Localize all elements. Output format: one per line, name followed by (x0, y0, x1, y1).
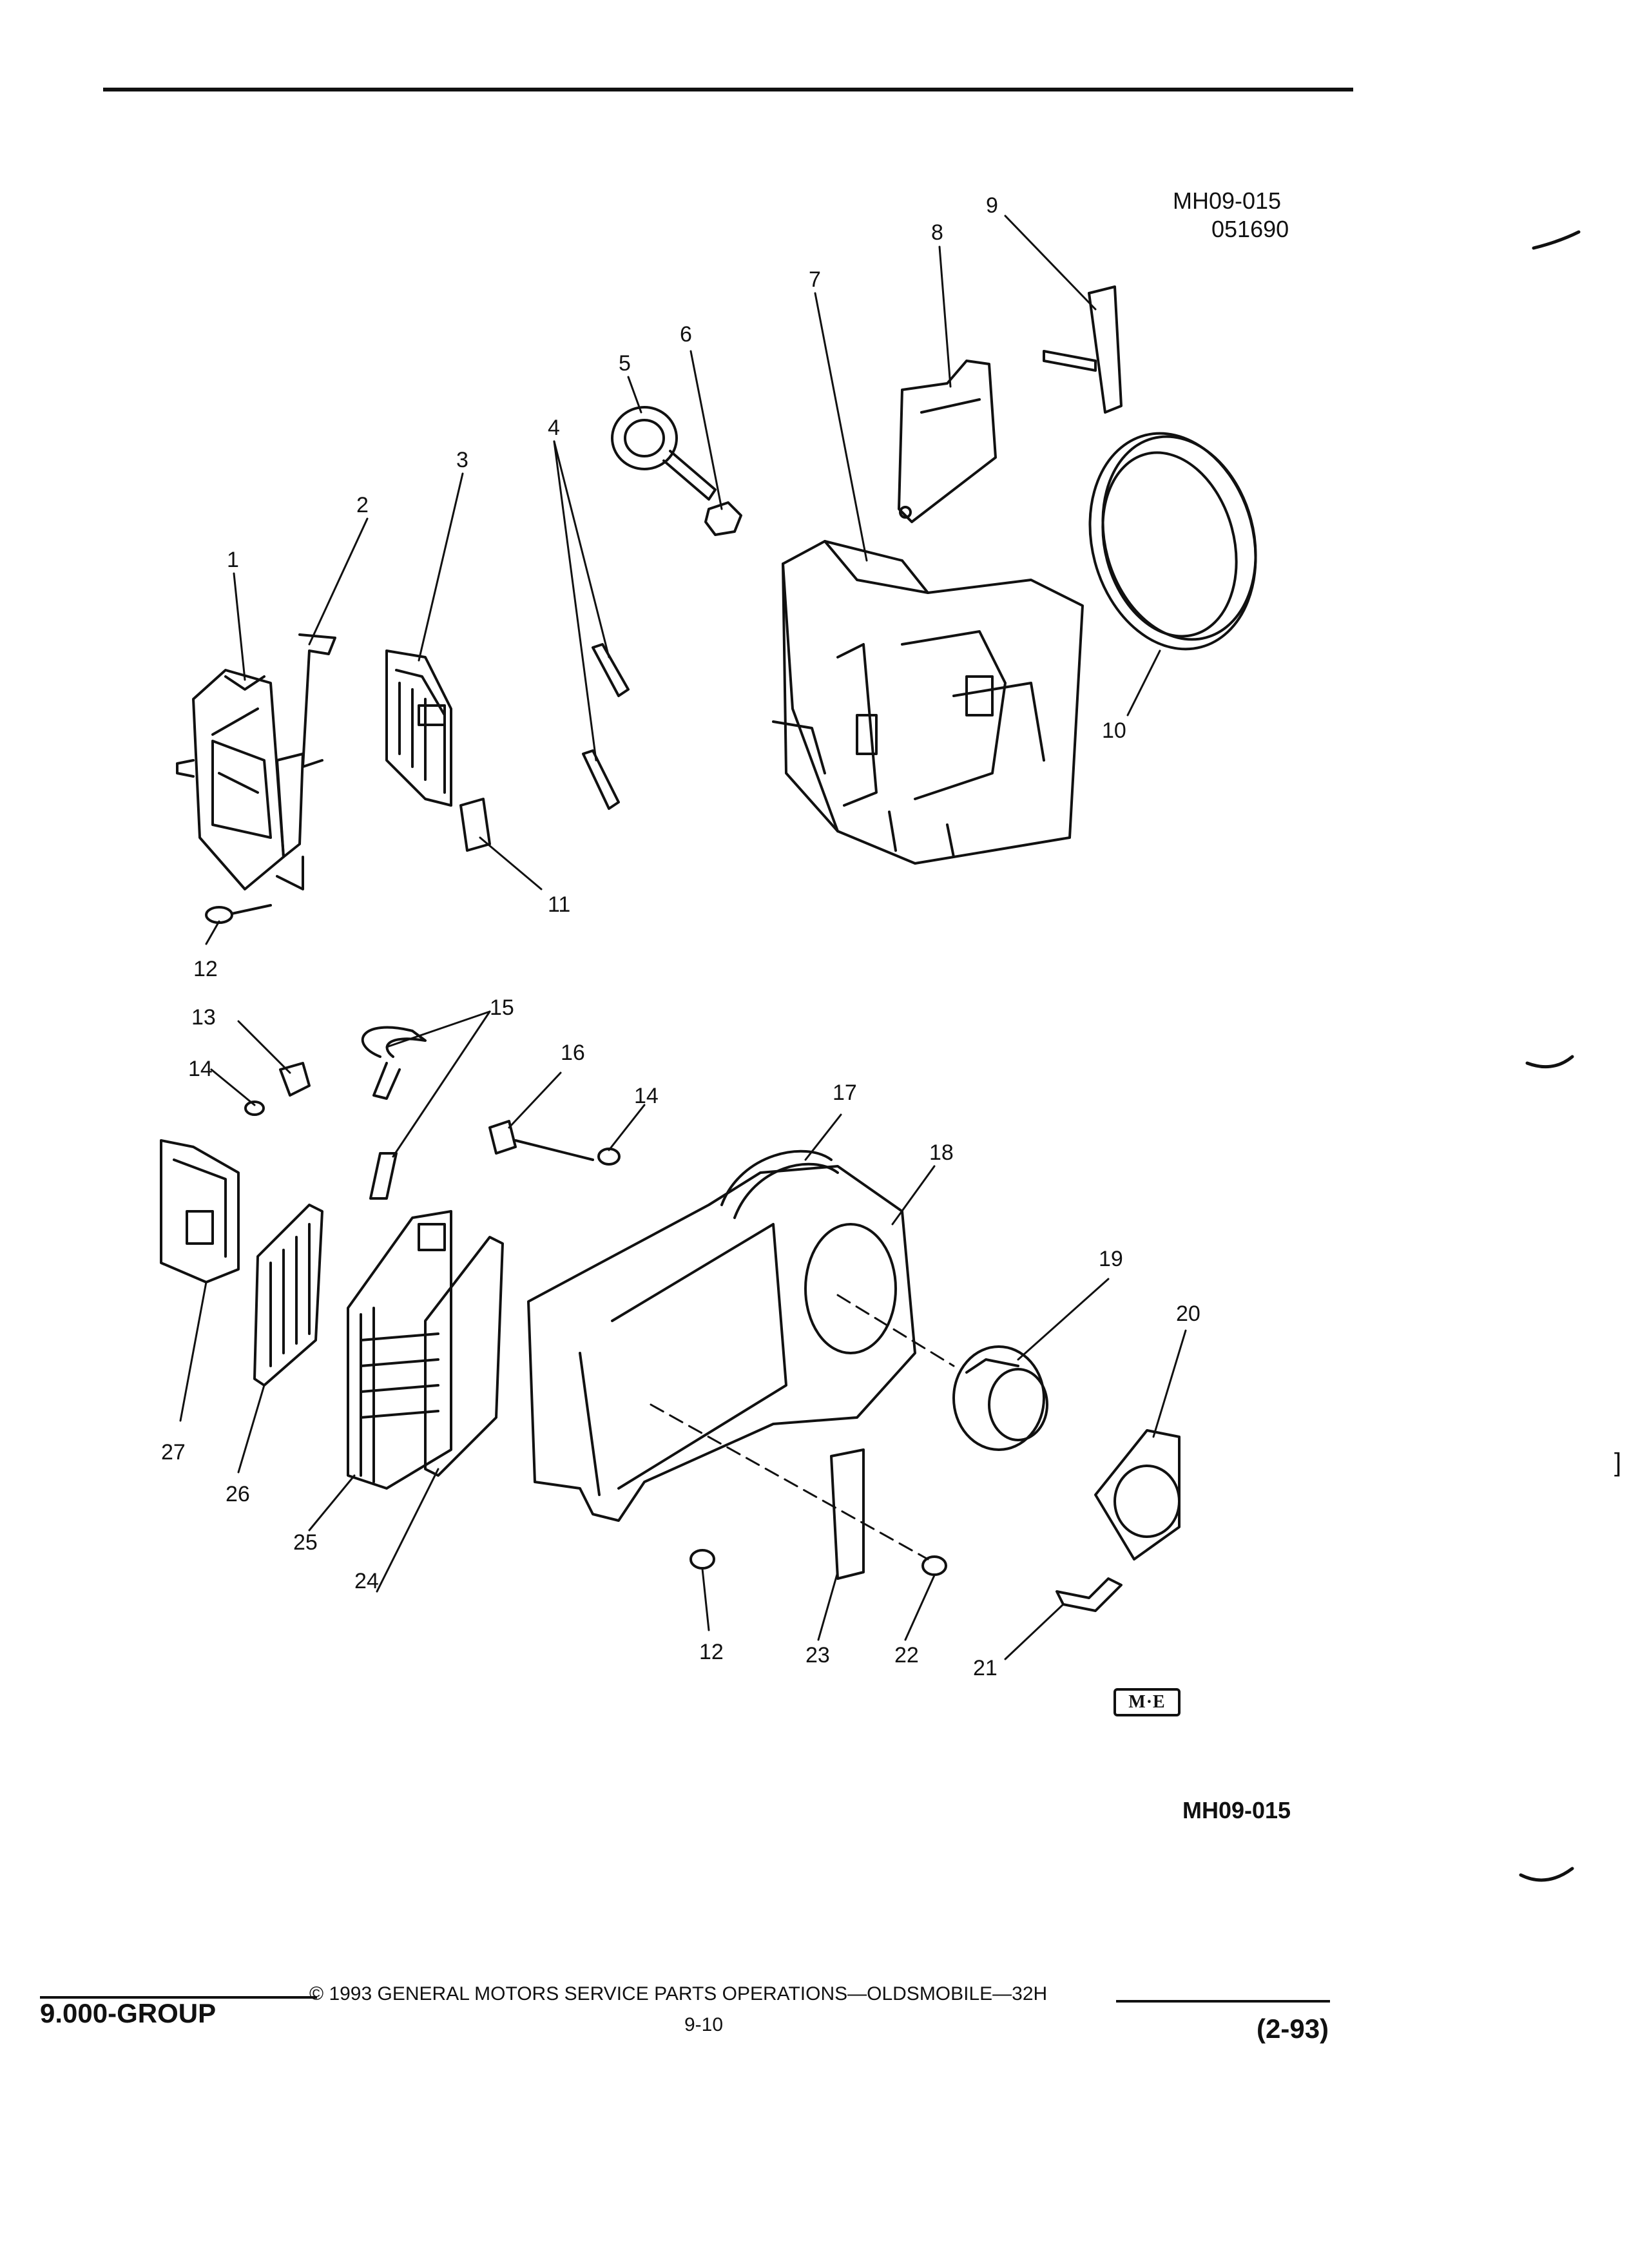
callout-6: 6 (680, 322, 692, 347)
part-12-screw-lower (689, 1549, 715, 1570)
figure-ref-code: MH09-015 (1173, 187, 1282, 214)
callout-27: 27 (161, 1440, 186, 1465)
part-16-clip (488, 1120, 594, 1161)
callout-8: 8 (931, 220, 943, 245)
callout-5: 5 (619, 351, 631, 376)
part-3-core (385, 649, 452, 807)
part-9-bracket (1043, 285, 1123, 414)
margin-bracket: ] (1614, 1448, 1622, 1477)
part-11-clip (459, 798, 491, 852)
callout-4: 4 (548, 416, 560, 440)
callout-12b: 12 (699, 1640, 724, 1664)
top-rule (103, 88, 1353, 91)
part-21-hose (1055, 1577, 1123, 1612)
callout-1: 1 (227, 548, 239, 572)
part-15-hoses (361, 1026, 427, 1200)
callout-10: 10 (1102, 718, 1126, 743)
callout-14: 14 (188, 1057, 213, 1081)
part-5-actuator (611, 406, 717, 501)
callout-14b: 14 (634, 1084, 659, 1108)
footer-group: 9.000-GROUP (40, 1998, 217, 2028)
callout-7: 7 (809, 267, 821, 292)
callout-15: 15 (490, 995, 514, 1020)
callout-9: 9 (986, 193, 998, 218)
part-17-ring (720, 1149, 839, 1219)
part-18-blower-case (527, 1165, 916, 1522)
part-14-screw-left (244, 1100, 265, 1116)
part-26-filter (253, 1204, 323, 1387)
part-14-screw-right (597, 1148, 621, 1166)
me-logo-badge: M·E (1113, 1688, 1181, 1716)
callout-24: 24 (354, 1569, 379, 1593)
footer-copyright: © 1993 GENERAL MOTORS SERVICE PARTS OPER… (309, 1983, 1048, 2004)
callout-11: 11 (548, 892, 570, 917)
callout-12: 12 (193, 957, 218, 981)
margin-marks (1519, 230, 1581, 1882)
callout-19: 19 (1099, 1247, 1123, 1271)
footer-page-number: 9-10 (684, 2014, 724, 2035)
callout-23: 23 (805, 1643, 830, 1667)
part-24-seal (424, 1236, 504, 1477)
callout-26: 26 (226, 1482, 250, 1506)
part-20-motor (1094, 1429, 1181, 1561)
callout-16: 16 (561, 1041, 585, 1065)
callout-3: 3 (456, 448, 468, 472)
footer-left-rule (40, 1996, 317, 1999)
callout-20: 20 (1176, 1302, 1200, 1326)
part-19-blower-wheel (952, 1345, 1048, 1451)
part-25-evaporator (347, 1210, 452, 1490)
part-2-seal (276, 633, 336, 890)
callout-17: 17 (833, 1081, 857, 1105)
part-10-ring (1088, 432, 1257, 651)
part-4-links (582, 643, 630, 810)
part-12-screw-upper (205, 904, 272, 924)
callout-22: 22 (894, 1643, 919, 1667)
callout-labels: 1 2 3 4 5 6 7 8 9 10 11 12 13 14 14 15 1… (161, 193, 1200, 1680)
callout-13: 13 (191, 1005, 216, 1030)
part-1-case (176, 669, 285, 890)
part-6-nut (704, 501, 742, 536)
part-8-panel (898, 360, 997, 523)
figure-ref-bottom: MH09-015 (1182, 1797, 1291, 1823)
part-27-cover (160, 1139, 240, 1283)
footer-revision: (2-93) (1257, 2013, 1329, 2044)
leader-lines (179, 215, 1187, 1660)
callout-21: 21 (973, 1656, 998, 1680)
callout-2: 2 (356, 493, 369, 517)
part-7-case (772, 540, 1084, 865)
footer-copyright-rule (1116, 2000, 1330, 2003)
assembly-lines (650, 1294, 955, 1561)
callout-18: 18 (929, 1140, 954, 1165)
figure-ref-date: 051690 (1211, 216, 1289, 242)
callout-25: 25 (293, 1530, 318, 1555)
